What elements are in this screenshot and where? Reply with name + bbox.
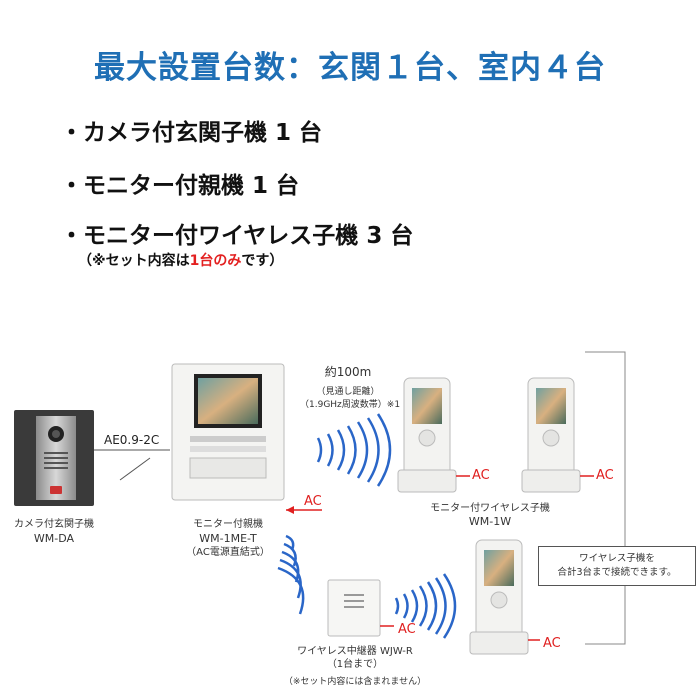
ac-label-repeater: AC bbox=[398, 622, 416, 637]
wireless-handset-icon-2 bbox=[521, 377, 581, 493]
radio-waves-repeater bbox=[394, 573, 457, 639]
range-sub1: （見通し距離） bbox=[316, 387, 380, 397]
bullet-door-station: ・カメラ付玄関子機 1 台 bbox=[60, 120, 323, 146]
page-title: 最大設置台数：玄関１台、室内４台 bbox=[94, 50, 606, 86]
repeater-note: （※セット内容には含まれません） bbox=[283, 677, 427, 687]
set-content-note: （※セット内容は1台のみです） bbox=[78, 250, 283, 270]
main-monitor-power: （AC電源直結式） bbox=[186, 547, 270, 558]
note-suffix: です） bbox=[241, 253, 284, 269]
door-station-label: カメラ付玄関子機 bbox=[14, 519, 94, 530]
note-prefix: （※セット内容は bbox=[78, 253, 190, 269]
wireless-note-line2: 合計3台まで接続できます。 bbox=[557, 567, 677, 578]
cable-leader bbox=[119, 457, 151, 481]
main-monitor-model: WM-1ME-T bbox=[199, 532, 257, 545]
repeater-count: （1台まで） bbox=[326, 659, 384, 670]
repeater-icon bbox=[327, 579, 381, 637]
bullet-main-monitor: ・モニター付親機 1 台 bbox=[60, 173, 300, 199]
wireless-handset-icon-3 bbox=[469, 539, 529, 655]
wireless-connection-note: ワイヤレス子機を 合計3台まで接続できます。 bbox=[538, 546, 696, 586]
wireless-note-line1: ワイヤレス子機を bbox=[579, 553, 655, 564]
wireless-handset-icon-1 bbox=[397, 377, 457, 493]
main-monitor-icon bbox=[171, 363, 285, 501]
wireless-label: モニター付ワイヤレス子機 bbox=[430, 503, 550, 514]
wireless-model: WM-1W bbox=[468, 515, 512, 528]
ac-label-1: AC bbox=[472, 468, 490, 483]
group-bracket bbox=[585, 351, 626, 645]
range-sub2: （1.9GHz周波数帯）※1 bbox=[300, 400, 401, 410]
system-diagram bbox=[14, 351, 626, 655]
radio-waves-down bbox=[277, 534, 305, 615]
range-main: 約100m bbox=[324, 365, 372, 379]
repeater-label: ワイヤレス中継器 WJW-R bbox=[297, 646, 413, 657]
ac-label-3: AC bbox=[543, 636, 561, 651]
door-station-model: WM-DA bbox=[33, 532, 75, 545]
note-highlight: 1台のみ bbox=[189, 253, 242, 269]
radio-waves-right bbox=[316, 413, 392, 487]
main-monitor-label: モニター付親機 bbox=[193, 519, 263, 530]
door-station-icon bbox=[14, 410, 94, 506]
bullet-wireless-monitor: ・モニター付ワイヤレス子機 3 台 bbox=[60, 223, 414, 249]
cable-label: AE0.9-2C bbox=[104, 433, 160, 447]
ac-label-2: AC bbox=[596, 468, 614, 483]
main-ac-arrowhead bbox=[286, 506, 294, 514]
main-ac-label: AC bbox=[304, 494, 322, 509]
